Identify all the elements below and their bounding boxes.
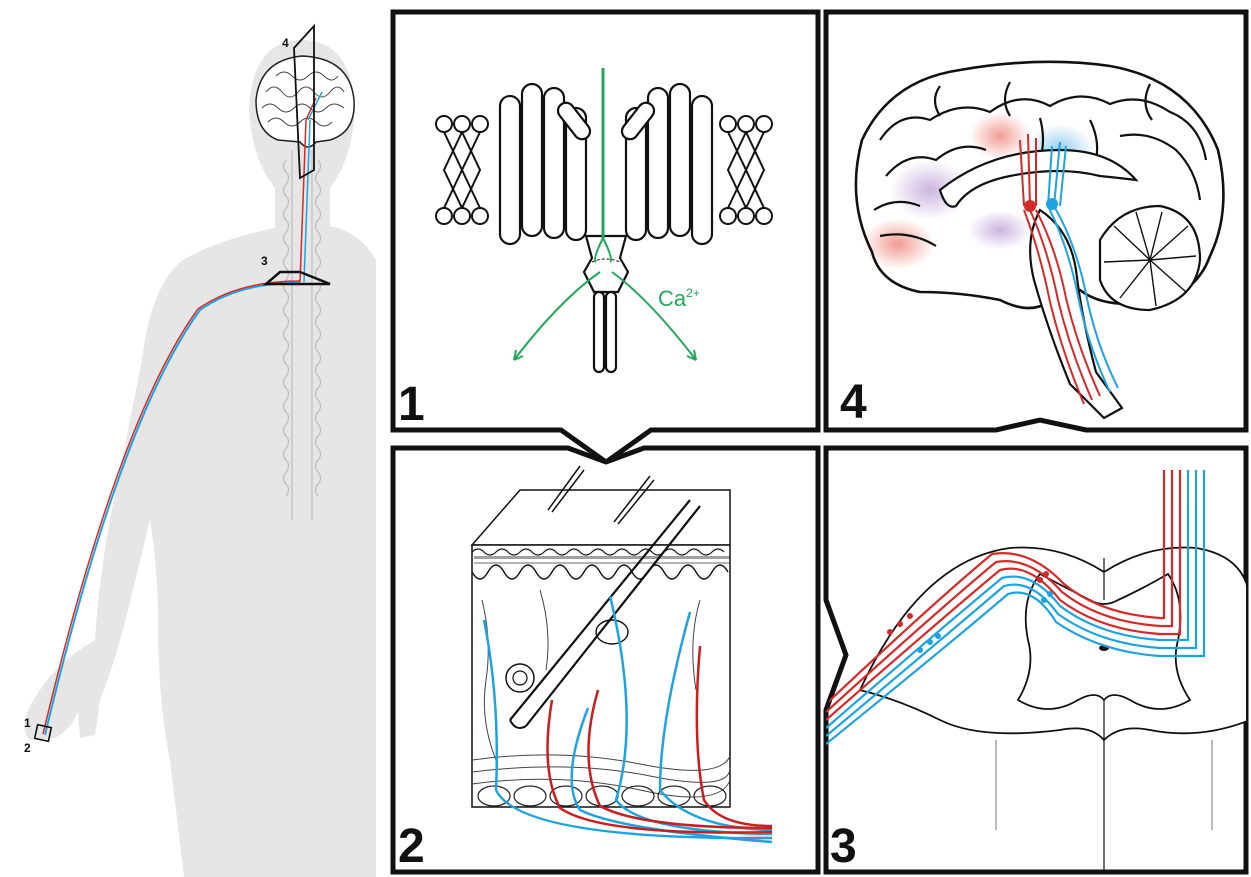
lipid-bilayer-right — [720, 116, 772, 224]
marker-label-4: 4 — [282, 36, 289, 50]
panel-2-number: 2 — [398, 820, 425, 873]
thalamus-red-node — [1024, 200, 1036, 212]
channel-helices-right — [619, 84, 712, 244]
panel-1-number: 1 — [398, 378, 425, 431]
glow-prefrontal — [862, 218, 934, 270]
panel-3-spinal-cord: 3 — [826, 448, 1250, 873]
body-outline — [24, 40, 376, 877]
thalamus-blue-node — [1046, 198, 1058, 210]
glow-insula — [968, 210, 1032, 250]
marker-label-3: 3 — [261, 254, 268, 268]
lipid-bilayer-left — [436, 116, 488, 224]
skin-block — [472, 545, 730, 807]
panel-3-number: 3 — [830, 820, 857, 873]
human-silhouette: 1 2 3 4 — [24, 26, 376, 877]
panel-4-number: 4 — [840, 376, 867, 429]
panel-1-ion-channel: Ca2+ 1 — [393, 12, 818, 462]
channel-helices-left — [500, 84, 593, 244]
marker-label-1: 1 — [24, 716, 31, 730]
marker-label-2: 2 — [24, 741, 31, 755]
panel-2-skin: 2 — [393, 448, 818, 873]
panel-4-brain: 4 — [826, 12, 1246, 430]
